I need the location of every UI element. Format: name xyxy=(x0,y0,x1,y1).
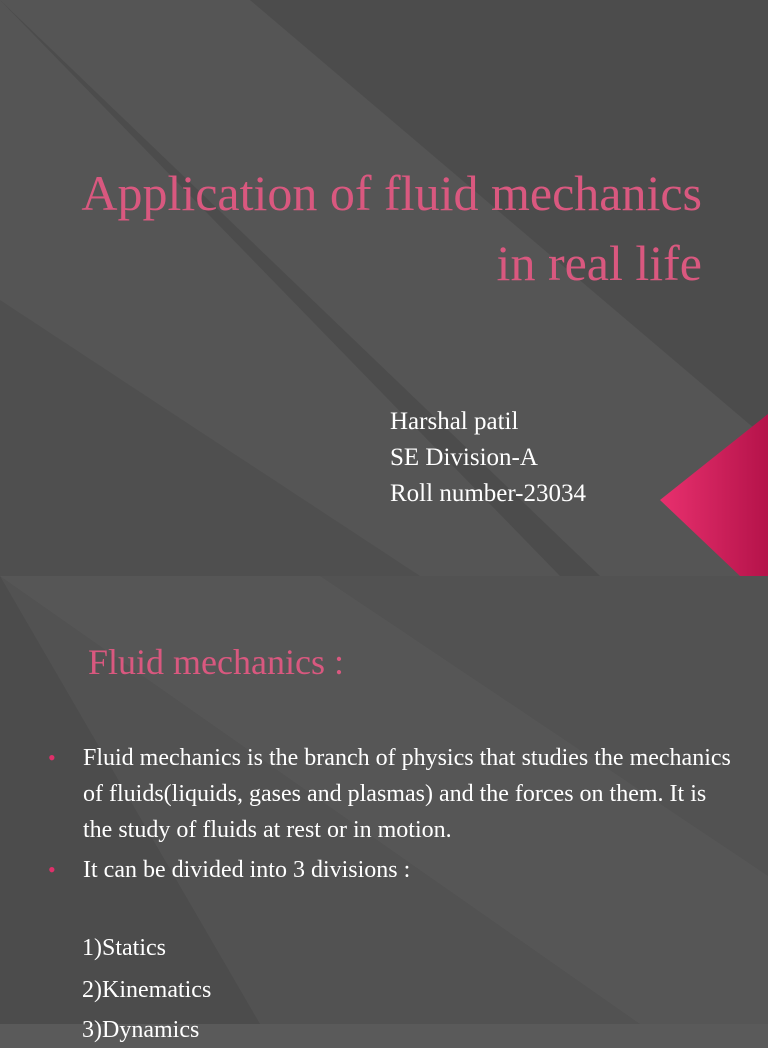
author-division: SE Division-A xyxy=(390,444,538,471)
slide-title: Application of fluid mechanics in real l… xyxy=(81,165,702,291)
bullet-text: It can be divided into 3 divisions : xyxy=(83,857,411,883)
author-roll-number: Roll number-23034 xyxy=(390,480,587,507)
bullet-text: Fluid mechanics is the branch of physics… xyxy=(83,745,731,843)
list-item: • Fluid mechanics is the branch of physi… xyxy=(48,740,738,848)
slide-background xyxy=(0,576,768,1024)
slide-heading: Fluid mechanics : xyxy=(88,642,344,682)
list-item: • It can be divided into 3 divisions : xyxy=(48,852,738,888)
title-slide: Application of fluid mechanics in real l… xyxy=(81,165,768,576)
pink-arrow-decoration xyxy=(660,414,768,576)
bullet-dot-icon: • xyxy=(48,745,56,770)
content-slide xyxy=(0,576,768,1024)
bullet-dot-icon: • xyxy=(48,857,56,882)
division-item: 2)Kinematics xyxy=(82,977,212,1003)
author-name: Harshal patil xyxy=(390,408,519,435)
author-block: Harshal patil SE Division-A Roll number-… xyxy=(390,404,586,512)
bullet-list: • Fluid mechanics is the branch of physi… xyxy=(48,740,738,892)
slide-background xyxy=(660,414,768,576)
division-item: 3)Dynamics xyxy=(82,1017,200,1043)
division-item: 1)Statics xyxy=(82,935,166,961)
